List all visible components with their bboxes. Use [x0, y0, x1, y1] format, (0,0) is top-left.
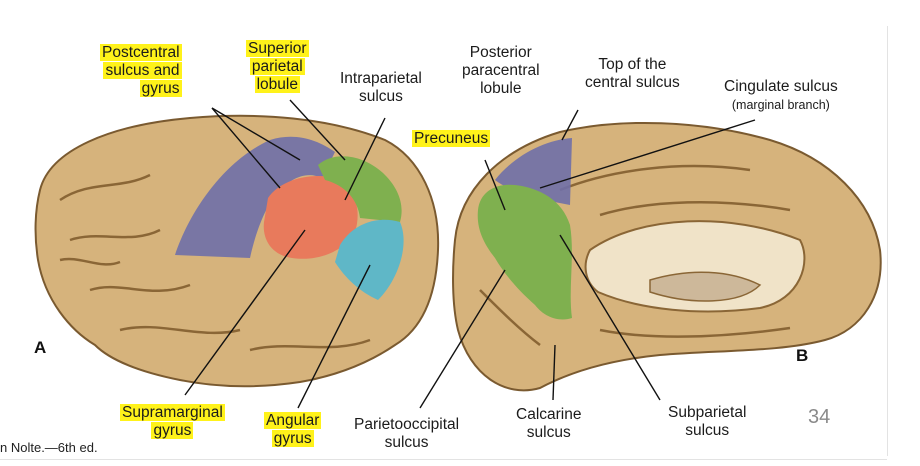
label-superior-parietal-line3: lobule [254, 76, 300, 93]
label-parietooccipital: Parietooccipital sulcus [354, 416, 459, 452]
angular-region [335, 219, 404, 300]
label-top-central-line2: central sulcus [585, 74, 680, 91]
label-cingulate-sub: (marginal branch) [731, 98, 830, 112]
label-posterior-paracentral-line1: Posterior [469, 44, 532, 61]
label-superior-parietal: Superior parietal lobule [246, 40, 309, 94]
label-posterior-paracentral-line2: paracentral [462, 62, 540, 79]
label-angular: Angular gyrus [264, 412, 322, 448]
page-number: 34 [808, 406, 831, 428]
label-calcarine-line2: sulcus [526, 424, 571, 441]
figure-credit: n Nolte.—6th ed. [0, 440, 98, 455]
leader-lines [184, 99, 756, 409]
label-superior-parietal-line2: parietal [249, 58, 305, 75]
supramarginal-region [263, 176, 358, 259]
bottom-divider [0, 459, 887, 460]
label-posterior-paracentral: Posterior paracentral lobule [462, 44, 540, 98]
label-postcentral-line1: Postcentral [100, 44, 182, 61]
label-supramarginal: Supramarginal gyrus [120, 404, 225, 440]
label-posterior-paracentral-line3: lobule [480, 80, 522, 97]
label-angular-line2: gyrus [271, 430, 314, 447]
label-angular-line1: Angular [264, 412, 322, 429]
label-subparietal-line2: sulcus [685, 422, 730, 439]
label-intraparietal-line2: sulcus [358, 88, 403, 105]
panel-letter-b: B [796, 346, 809, 365]
right-divider [887, 26, 888, 456]
lateral-brain-view [34, 114, 440, 388]
label-supramarginal-line2: gyrus [151, 422, 194, 439]
label-intraparietal-line1: Intraparietal [340, 70, 422, 87]
label-parietooccipital-line2: sulcus [384, 434, 429, 451]
medial-brain-view [452, 122, 882, 392]
label-cingulate-line1: Cingulate sulcus [724, 78, 838, 95]
thalamus [649, 271, 762, 302]
label-supramarginal-line1: Supramarginal [120, 404, 225, 421]
panel-letter-a: A [34, 338, 47, 357]
label-subparietal: Subparietal sulcus [668, 404, 746, 440]
label-calcarine-line1: Calcarine [516, 406, 582, 423]
label-superior-parietal-line1: Superior [246, 40, 309, 57]
label-postcentral-line3: gyrus [139, 80, 182, 97]
precuneus-region [477, 184, 572, 320]
label-postcentral: Postcentral sulcus and gyrus [100, 44, 182, 98]
label-precuneus: Precuneus [412, 130, 491, 148]
label-cingulate: Cingulate sulcus (marginal branch) [724, 78, 838, 114]
label-top-central: Top of the central sulcus [585, 56, 680, 92]
label-parietooccipital-line1: Parietooccipital [354, 416, 460, 433]
superior-parietal-region [318, 156, 402, 222]
label-calcarine: Calcarine sulcus [516, 406, 581, 442]
lateral-gyri [59, 173, 371, 352]
label-intraparietal: Intraparietal sulcus [340, 70, 422, 106]
label-precuneus-text: Precuneus [412, 130, 491, 147]
label-postcentral-line2: sulcus and [103, 62, 182, 79]
medial-gyri [479, 164, 791, 346]
postcentral-region [175, 136, 335, 258]
label-subparietal-line1: Subparietal [668, 404, 747, 421]
label-top-central-line1: Top of the [598, 56, 667, 73]
